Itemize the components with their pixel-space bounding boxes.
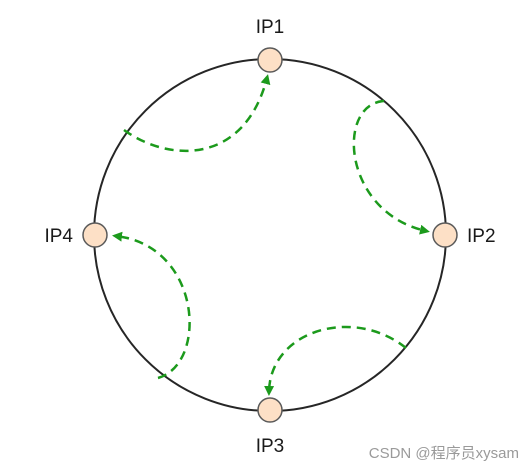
node-ip2-dot: [432, 222, 458, 248]
node-ip4-label: IP4: [44, 226, 73, 247]
node-ip4-dot: [82, 222, 108, 248]
arrow-to-ip4: [112, 231, 191, 380]
node-ip1: IP1: [256, 17, 285, 73]
node-ip1-dot: [257, 47, 283, 73]
node-ip3-dot: [257, 397, 283, 423]
node-ip3-label: IP3: [256, 436, 285, 457]
node-ip2: IP2: [432, 222, 496, 248]
arrow-to-ip3: [264, 325, 407, 396]
arrow-to-ip2: [352, 99, 430, 235]
node-ip2-label: IP2: [467, 226, 496, 247]
hash-ring: [93, 58, 447, 412]
node-ip3: IP3: [256, 397, 285, 457]
arrow-to-ip1: [123, 74, 271, 153]
watermark: CSDN @程序员xysam: [368, 445, 519, 462]
node-ip1-label: IP1: [256, 17, 285, 38]
node-ip4: IP4: [44, 222, 108, 248]
